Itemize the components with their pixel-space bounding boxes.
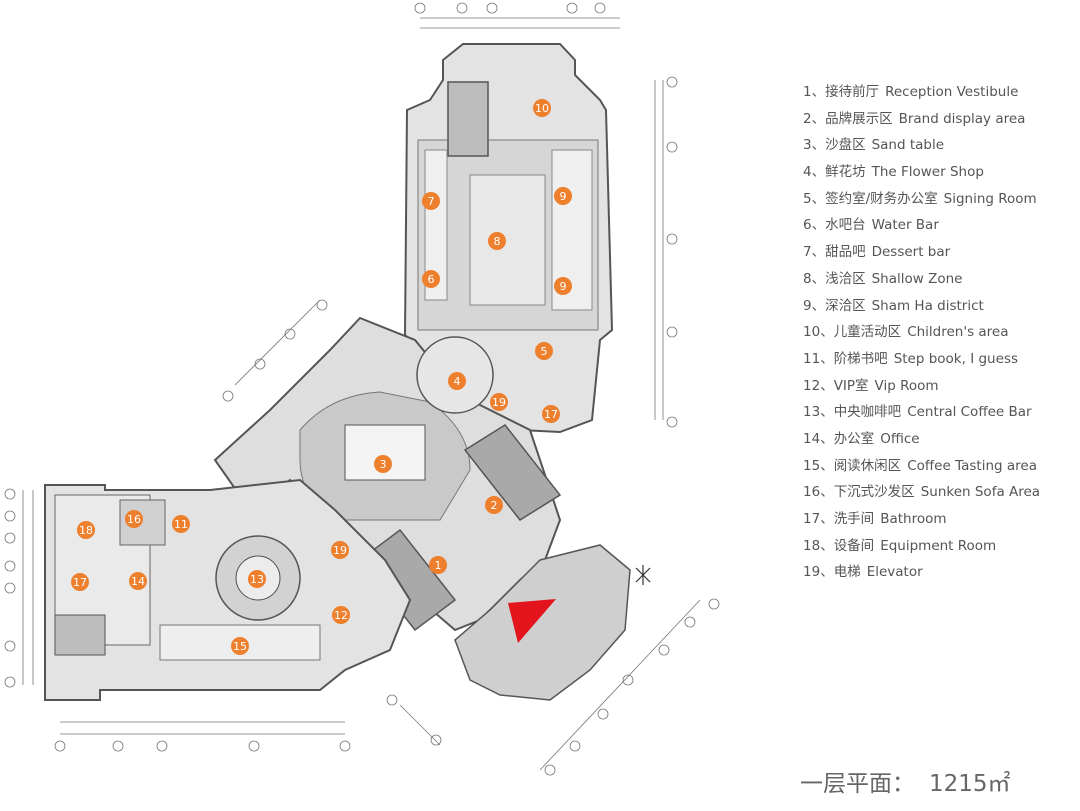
- east-stair: [463, 424, 562, 521]
- floor-area-label: 一层平面：: [800, 771, 915, 797]
- room-markers: 1 2 3 4 5 6 7 8 9 9 10 11 12 13 14 15 16…: [71, 99, 572, 655]
- marker-18: 18: [77, 521, 95, 539]
- marker-1: 1: [429, 556, 447, 574]
- svg-text:9: 9: [560, 280, 567, 293]
- svg-text:15: 15: [233, 640, 247, 653]
- svg-text:12: 12: [334, 609, 348, 622]
- marker-17a: 17: [71, 573, 89, 591]
- svg-text:19: 19: [492, 396, 506, 409]
- svg-text:10: 10: [535, 102, 549, 115]
- marker-14: 14: [129, 572, 147, 590]
- svg-text:13: 13: [250, 573, 264, 586]
- marker-16: 16: [125, 510, 143, 528]
- marker-7: 7: [422, 192, 440, 210]
- marker-9b: 9: [554, 277, 572, 295]
- marker-10: 10: [533, 99, 551, 117]
- marker-5: 5: [535, 342, 553, 360]
- svg-text:19: 19: [333, 544, 347, 557]
- svg-text:14: 14: [131, 575, 145, 588]
- top-dimension-bar: [414, 2, 620, 29]
- entrance-arrow-icon: [508, 599, 556, 643]
- marker-4: 4: [448, 372, 466, 390]
- marker-17b: 17: [542, 405, 560, 423]
- svg-text:18: 18: [79, 524, 93, 537]
- floor-area-value: 1215㎡: [929, 771, 1011, 797]
- marker-11: 11: [172, 515, 190, 533]
- right-dimension-bar: [654, 76, 678, 428]
- north-stair: [447, 81, 489, 157]
- marker-19a: 19: [490, 393, 508, 411]
- marker-8: 8: [488, 232, 506, 250]
- svg-text:9: 9: [560, 190, 567, 203]
- floor-area-title: 一层平面： 1215㎡: [800, 764, 1011, 798]
- diagonal-dimension-bars: [222, 299, 720, 776]
- svg-text:4: 4: [454, 375, 461, 388]
- table-grid: [469, 174, 546, 306]
- marker-12: 12: [332, 606, 350, 624]
- bar-counter: [424, 149, 448, 301]
- marker-3: 3: [374, 455, 392, 473]
- marker-9a: 9: [554, 187, 572, 205]
- left-dimension-bar: [4, 488, 34, 688]
- entrance-plaza: [454, 544, 631, 701]
- svg-text:8: 8: [494, 235, 501, 248]
- tree-icon: [635, 565, 651, 585]
- marker-15: 15: [231, 637, 249, 655]
- bottom-dimension-bar: [54, 721, 351, 752]
- marker-19b: 19: [331, 541, 349, 559]
- svg-text:3: 3: [380, 458, 387, 471]
- svg-text:17: 17: [73, 576, 87, 589]
- svg-text:11: 11: [174, 518, 188, 531]
- svg-text:2: 2: [491, 499, 498, 512]
- svg-text:7: 7: [428, 195, 435, 208]
- svg-text:6: 6: [428, 273, 435, 286]
- marker-6: 6: [422, 270, 440, 288]
- svg-text:17: 17: [544, 408, 558, 421]
- marker-2: 2: [485, 496, 503, 514]
- marker-13: 13: [248, 570, 266, 588]
- svg-text:1: 1: [435, 559, 442, 572]
- west-stair: [54, 614, 106, 656]
- svg-text:5: 5: [541, 345, 548, 358]
- svg-text:16: 16: [127, 513, 141, 526]
